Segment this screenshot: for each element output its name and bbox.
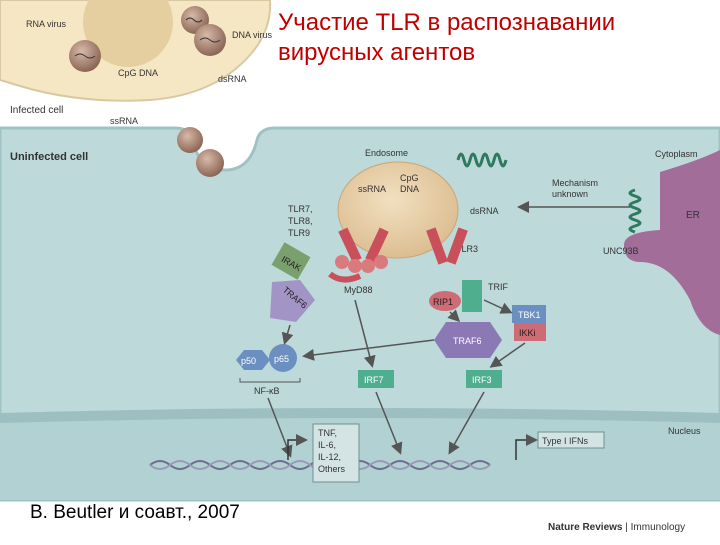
label-dsrna-endo: dsRNA	[470, 206, 499, 216]
promoter-arrow-left	[287, 434, 308, 460]
endosome-coil-receptor	[456, 152, 508, 168]
svg-text:p50: p50	[241, 356, 256, 366]
label-infected-cell: Infected cell	[10, 105, 63, 116]
virus-inside-cell	[69, 40, 101, 72]
svg-text:p65: p65	[274, 354, 289, 364]
tbk1-node: TBK1	[512, 305, 546, 323]
label-il6: IL-6,	[318, 440, 336, 450]
label-type1-ifns: Type I IFNs	[542, 436, 589, 446]
citation: B. Beutler и соавт., 2007	[30, 502, 240, 523]
label-ssrna-endo: ssRNA	[358, 184, 386, 194]
journal-name: Nature Reviews	[548, 522, 623, 533]
label-il12: IL-12,	[318, 452, 341, 462]
label-nucleus: Nucleus	[668, 426, 701, 436]
trif-node	[462, 280, 482, 312]
p65-node: p65	[269, 344, 297, 372]
journal-section: | Immunology	[625, 522, 686, 533]
svg-text:TRAF6: TRAF6	[453, 336, 482, 346]
virus-pocket-2	[177, 127, 203, 153]
label-cytoplasm: Cytoplasm	[655, 149, 698, 159]
infected-cell-nucleus	[83, 0, 173, 67]
ikki-node: IKKi	[514, 323, 546, 341]
arrow-nfkb-to-nucleus	[267, 397, 293, 458]
arrow-ikki-to-irf3	[489, 342, 526, 368]
irf3-node: IRF3	[466, 370, 502, 388]
label-cpg-dna-top: CpG DNA	[118, 68, 158, 78]
arrow-irf7-to-nucleus	[375, 391, 403, 455]
label-tnf: TNF,	[318, 428, 337, 438]
rip1-node: RIP1	[429, 291, 461, 311]
label-unc93b: UNC93B	[603, 246, 639, 256]
traf6-left-node: TRAF6	[270, 280, 315, 322]
arrow-traf6-to-nfkb	[281, 324, 294, 345]
slide-title-line2: вирусных агентов	[278, 39, 476, 66]
arrow-rip1-to-traf6	[447, 309, 461, 323]
nucleus	[0, 418, 720, 500]
arrow-trif-to-tbk1	[483, 299, 513, 314]
slide-title-line1: Участие TLR в распознавании	[278, 9, 616, 36]
label-er: ER	[686, 210, 700, 221]
label-trif: TRIF	[488, 282, 508, 292]
tlr3-receptor	[426, 227, 468, 265]
arrow-traf6r-to-nfkb	[302, 339, 435, 361]
cytokine-box	[312, 423, 360, 483]
slide-title: Участие TLR в распознавании вирусных аге…	[278, 8, 718, 68]
promoter-arrow-right	[515, 434, 538, 460]
label-nfkb: NF-κB	[254, 386, 280, 396]
p50-node: p50	[236, 350, 270, 370]
myd88-complex	[328, 271, 362, 283]
ifn-box	[537, 431, 605, 449]
irf7-node: IRF7	[358, 370, 394, 388]
label-cpg-1: CpG	[400, 173, 419, 183]
label-dsrna-top: dsRNA	[218, 74, 247, 84]
svg-text:IRF3: IRF3	[472, 375, 492, 385]
virus-pocket-1	[196, 149, 224, 177]
label-tlr3: TLR3	[456, 244, 478, 254]
label-dna-virus: DNA virus	[232, 30, 273, 40]
label-rna-virus: RNA virus	[26, 19, 67, 29]
label-mechanism-1: Mechanism	[552, 178, 598, 188]
endoplasmic-reticulum	[624, 150, 720, 335]
arrow-irf3-to-nucleus	[448, 391, 485, 455]
label-tlr7: TLR7,	[288, 204, 313, 214]
label-others: Others	[318, 464, 346, 474]
svg-text:TBK1: TBK1	[518, 310, 541, 320]
dna-virus-top	[194, 24, 226, 56]
nuclear-envelope	[0, 408, 720, 423]
label-uninfected-cell: Uninfected cell	[10, 151, 88, 163]
svg-text:RIP1: RIP1	[433, 297, 453, 307]
label-cpg-2: DNA	[400, 184, 419, 194]
arrow-myd88-to-irf7	[354, 299, 376, 368]
label-tlr9: TLR9	[288, 228, 310, 238]
er-coil-receptor	[628, 188, 642, 234]
label-ssrna-outside: ssRNA	[110, 116, 138, 126]
traf6-right-node: TRAF6	[434, 322, 502, 358]
label-tlr8: TLR8,	[288, 216, 313, 226]
label-mechanism-2: unknown	[552, 189, 588, 199]
nfkb-bracket	[239, 378, 301, 383]
label-myd88: MyD88	[344, 285, 373, 295]
label-endosome: Endosome	[365, 148, 408, 158]
tlr7-8-9-receptor	[335, 227, 389, 273]
journal-credit: Nature Reviews | Immunology	[548, 522, 685, 533]
svg-text:IRF7: IRF7	[364, 375, 384, 385]
irak-node: IRAK	[271, 242, 311, 280]
svg-text:IKKi: IKKi	[519, 328, 536, 338]
